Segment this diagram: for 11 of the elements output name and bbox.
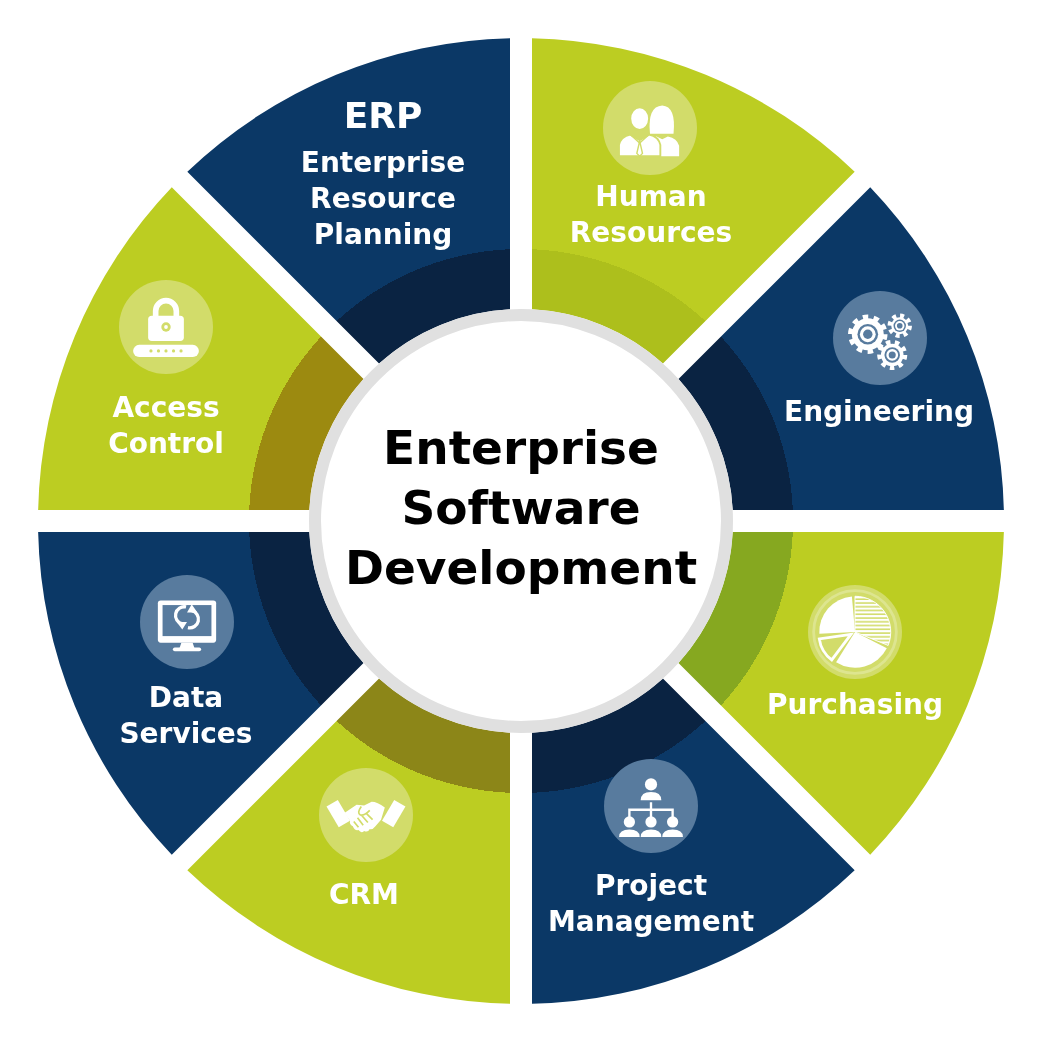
segment-label: Project Management [546, 867, 756, 940]
segment-label: Engineering [783, 394, 975, 430]
segment-label: Data Services [118, 679, 254, 752]
segment-label: Purchasing [766, 687, 944, 723]
segment-label: Human Resources [568, 178, 734, 251]
segment-label: CRM [328, 877, 400, 913]
segment-heading: ERP [342, 93, 424, 138]
center-label: Enterprise Software Development [343, 419, 699, 597]
segment-label: Enterprise Resource Planning [299, 144, 467, 254]
segment-label: Access Control [107, 389, 225, 462]
wheel-segment [187, 38, 510, 364]
